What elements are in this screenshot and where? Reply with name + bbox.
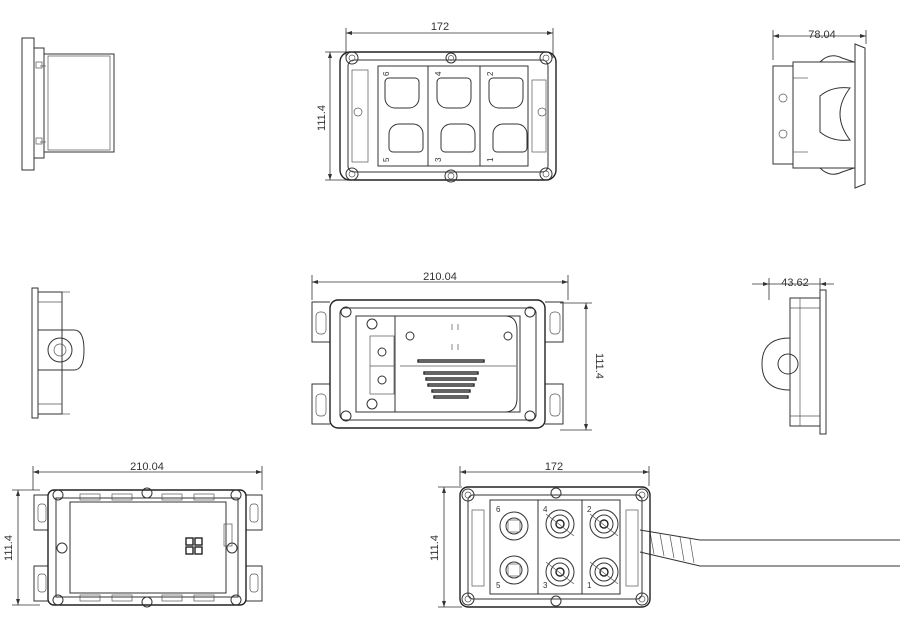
view-side-left-middle [31, 287, 85, 419]
port-number-3: 3 [434, 157, 443, 162]
port-number-3-bottom: 3 [543, 581, 548, 590]
dim-height-middle-center: 111.4 [593, 353, 605, 379]
port-number-2: 2 [486, 71, 495, 76]
port-number-1-bottom: 1 [587, 581, 592, 590]
port-number-6-bottom: 6 [496, 505, 501, 514]
dim-width-bottom-center: 172 [545, 461, 563, 473]
port-number-1: 1 [486, 157, 495, 162]
view-bottom-center: 172 111.4 6 [429, 461, 900, 608]
port-number-5-bottom: 5 [496, 581, 501, 590]
dim-width-top-center: 172 [431, 21, 449, 33]
view-bottom-left: 210.04 111.4 [3, 461, 263, 608]
view-side-right-top: 78.04 [772, 29, 867, 189]
port-number-6: 6 [382, 71, 391, 76]
port-number-4: 4 [434, 71, 443, 76]
dim-depth-middle-right: 43.62 [781, 277, 809, 289]
dim-height-bottom-left: 111.4 [3, 535, 15, 561]
dim-height-bottom-center: 111.4 [429, 535, 441, 561]
view-middle-center: 210.04 111.4 [311, 271, 605, 431]
view-side-left-top [21, 37, 115, 171]
view-top-center: 172 111.4 6 4 2 5 [316, 21, 557, 183]
port-number-4-bottom: 4 [543, 505, 548, 514]
dim-width-bottom-left: 210.04 [130, 461, 164, 473]
port-number-5: 5 [382, 157, 391, 162]
view-side-right-middle: 43.62 [752, 277, 834, 435]
dim-height-top-center: 111.4 [316, 105, 328, 131]
dim-depth-top-right: 78.04 [808, 29, 836, 41]
dim-width-middle-center: 210.04 [423, 271, 457, 283]
port-number-2-bottom: 2 [587, 505, 592, 514]
